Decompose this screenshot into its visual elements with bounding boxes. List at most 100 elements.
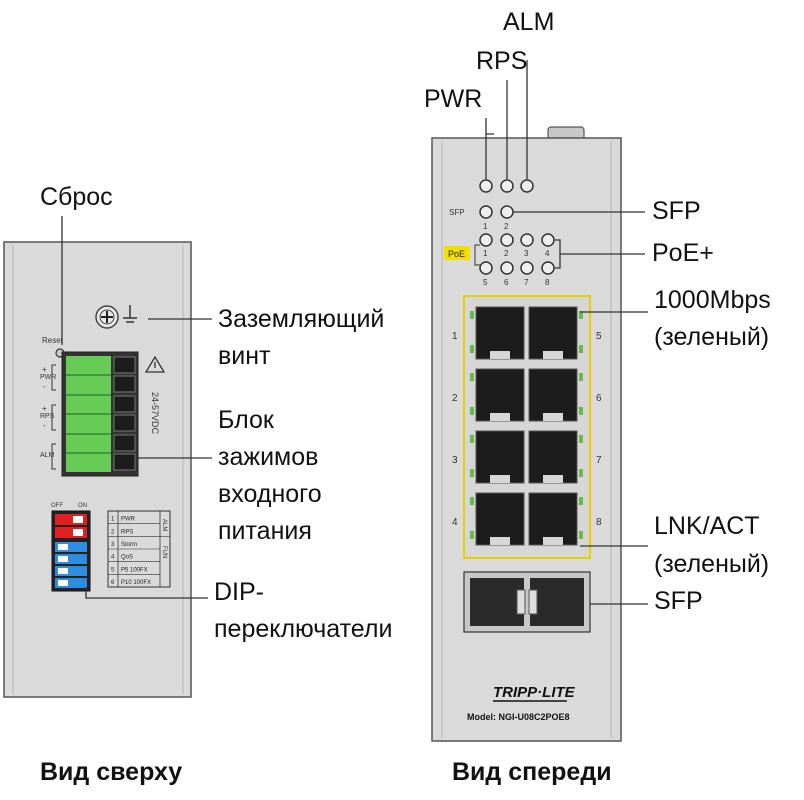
port-number-left: 3 [452,455,458,466]
rj45-port-tab [543,475,563,483]
rj45-port [528,368,578,422]
lnk-led [470,469,474,477]
rj45-port-tab [490,351,510,359]
callout-speed-line2: (зеленый) [654,323,770,351]
callout-terminal-line3: входного [218,480,322,508]
rj45-port-tab [543,351,563,359]
dip-row-num: 4 [111,555,115,561]
speed-led [579,497,583,505]
pwr-led [479,179,493,193]
rps-led [500,179,514,193]
callout-rps: RPS [476,47,528,75]
speed-led [579,311,583,319]
poe-led-num: 6 [504,278,509,287]
lnk-led [579,469,583,477]
speed-led [579,435,583,443]
rj45-port [528,306,578,360]
rj45-port [475,368,525,422]
panel-reset-label: Reset [42,336,64,345]
callout-ground-line1: Заземляющий [218,305,385,333]
panel-voltage-label: 24-57VDC [150,392,160,435]
port-number-left: 2 [452,393,458,404]
rj45-ports: 1 5 2 6 3 7 4 8 [452,306,602,546]
caption-front-view: Вид спереди [452,758,612,786]
dip-row-num: 6 [111,580,115,586]
dip-group-alm: ALM [161,519,167,531]
port-number-right: 8 [596,517,602,528]
callout-terminal-line4: питания [218,517,312,545]
svg-text:-: - [43,421,46,430]
poe-led [520,233,534,247]
callout-speed-line1: 1000Mbps [654,286,771,314]
panel-sfp-led-label: SFP [449,208,465,217]
callout-poe: PoE+ [652,239,714,267]
callout-sfp-port: SFP [654,587,703,615]
lnk-led [579,407,583,415]
port-number-right: 7 [596,455,602,466]
poe-badge-text: PoE [448,249,465,259]
top-view-panel: Reset PWR RPS ALM [3,241,192,698]
ground-symbol-icon [123,305,137,323]
callout-ground-line2: винт [218,342,271,370]
poe-led-num: 7 [524,278,529,287]
speed-led [470,497,474,505]
callout-alm: ALM [503,8,555,36]
lnk-led [579,345,583,353]
svg-text:+: + [42,365,47,374]
port-number-left: 4 [452,517,458,528]
dip-group-fun: FUN [161,546,167,558]
dip-row-num: 1 [111,517,115,523]
panel-alm-label: ALM [40,452,55,459]
rj45-port-tab [490,413,510,421]
port-number-left: 1 [452,331,458,342]
dip-on-label: ON [78,503,87,509]
speed-led [579,373,583,381]
rj45-port-tab [490,475,510,483]
rj45-port [528,492,578,546]
sfp-cage [463,571,591,633]
poe-led [479,233,493,247]
rj45-port-tab [543,537,563,545]
poe-led [520,261,534,275]
rj45-port [475,492,525,546]
poe-led-num: 1 [483,249,488,258]
rj45-port-tab [490,537,510,545]
dip-row-num: 5 [111,567,115,573]
port-number-right: 6 [596,393,602,404]
rj45-port [475,430,525,484]
dip-off-label: OFF [51,503,63,509]
sfp-led-num: 2 [504,222,509,231]
sfp-led-num: 1 [483,222,488,231]
port-number-right: 5 [596,331,602,342]
callout-reset: Сброс [40,183,113,211]
ground-screw-icon [95,305,119,329]
lnk-led [470,345,474,353]
speed-led [470,435,474,443]
poe-led [500,233,514,247]
panel-rps-label: RPS [40,413,55,420]
callout-lnk-line1: LNK/ACT [654,512,760,540]
poe-badge [444,246,470,260]
poe-led [479,261,493,275]
svg-text:+: + [42,404,47,413]
dip-row-name: RPS [121,529,133,535]
svg-text:-: - [43,382,46,391]
callout-sfp-led: SFP [652,197,701,225]
dip-row-name: P10 100FX [121,580,151,586]
rj45-port-tab [543,413,563,421]
warning-icon [144,355,166,373]
dip-row-name: P5 100FX [121,567,148,573]
callout-terminal-line1: Блок [218,406,274,434]
terminal-block [61,351,139,477]
callout-terminal-line2: зажимов [218,443,319,471]
poe-led-num: 2 [504,249,509,258]
sfp-led-1 [479,205,493,219]
model-label: Model: NGI-U08C2POE8 [467,712,570,722]
poe-led-num: 8 [545,278,550,287]
poe-led-num: 4 [545,249,550,258]
